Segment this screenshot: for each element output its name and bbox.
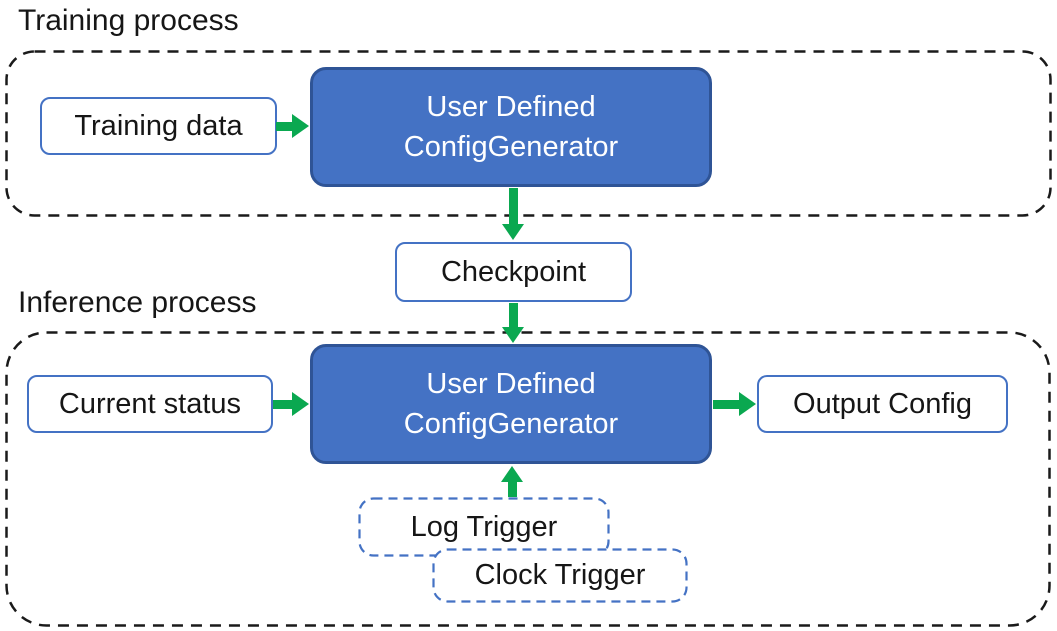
arrow-head <box>292 114 309 138</box>
output-config-label: Output Config <box>793 387 972 420</box>
arrow-head <box>502 224 524 240</box>
training-container-outline <box>5 50 1052 217</box>
arrow-checkpoint-to-generator <box>502 303 524 343</box>
inference-generator-box: User Defined ConfigGenerator <box>310 344 712 464</box>
current-status-box: Current status <box>27 375 273 433</box>
arrow-head <box>292 392 309 416</box>
log-trigger-label: Log Trigger <box>410 510 558 543</box>
arrow-triggers-to-generator <box>501 466 523 497</box>
inference-process-label: Inference process <box>18 286 257 319</box>
arrow-head <box>739 392 756 416</box>
inference-generator-line1: User Defined <box>426 368 596 400</box>
arrow-shaft <box>713 399 739 409</box>
training-generator-line1: User Defined <box>426 91 596 123</box>
output-config-box: Output Config <box>757 375 1008 433</box>
training-data-box: Training data <box>40 97 277 155</box>
arrow-shaft <box>508 188 518 224</box>
arrow-generator-to-output-config <box>713 392 756 416</box>
arrow-head <box>501 466 523 482</box>
arrow-training-data-to-generator <box>276 114 309 138</box>
checkpoint-label: Checkpoint <box>440 255 587 288</box>
arrow-shaft <box>508 303 518 327</box>
arrow-generator-to-checkpoint <box>502 188 524 240</box>
training-generator-line2: ConfigGenerator <box>403 131 619 163</box>
inference-container-outline <box>5 331 1051 627</box>
inference-generator-line2: ConfigGenerator <box>403 408 619 440</box>
training-process-label: Training process <box>18 4 239 37</box>
log-trigger-box: Log Trigger <box>358 497 610 557</box>
arrow-head <box>502 327 524 343</box>
arrow-shaft <box>273 399 292 409</box>
arrow-shaft <box>507 482 517 497</box>
clock-trigger-box: Clock Trigger <box>432 548 688 603</box>
arrow-current-status-to-generator <box>273 392 309 416</box>
arrow-shaft <box>276 121 292 131</box>
checkpoint-box: Checkpoint <box>395 242 632 302</box>
training-data-label: Training data <box>74 109 243 142</box>
current-status-label: Current status <box>58 387 242 420</box>
clock-trigger-label: Clock Trigger <box>474 559 646 591</box>
training-generator-box: User Defined ConfigGenerator <box>310 67 712 187</box>
